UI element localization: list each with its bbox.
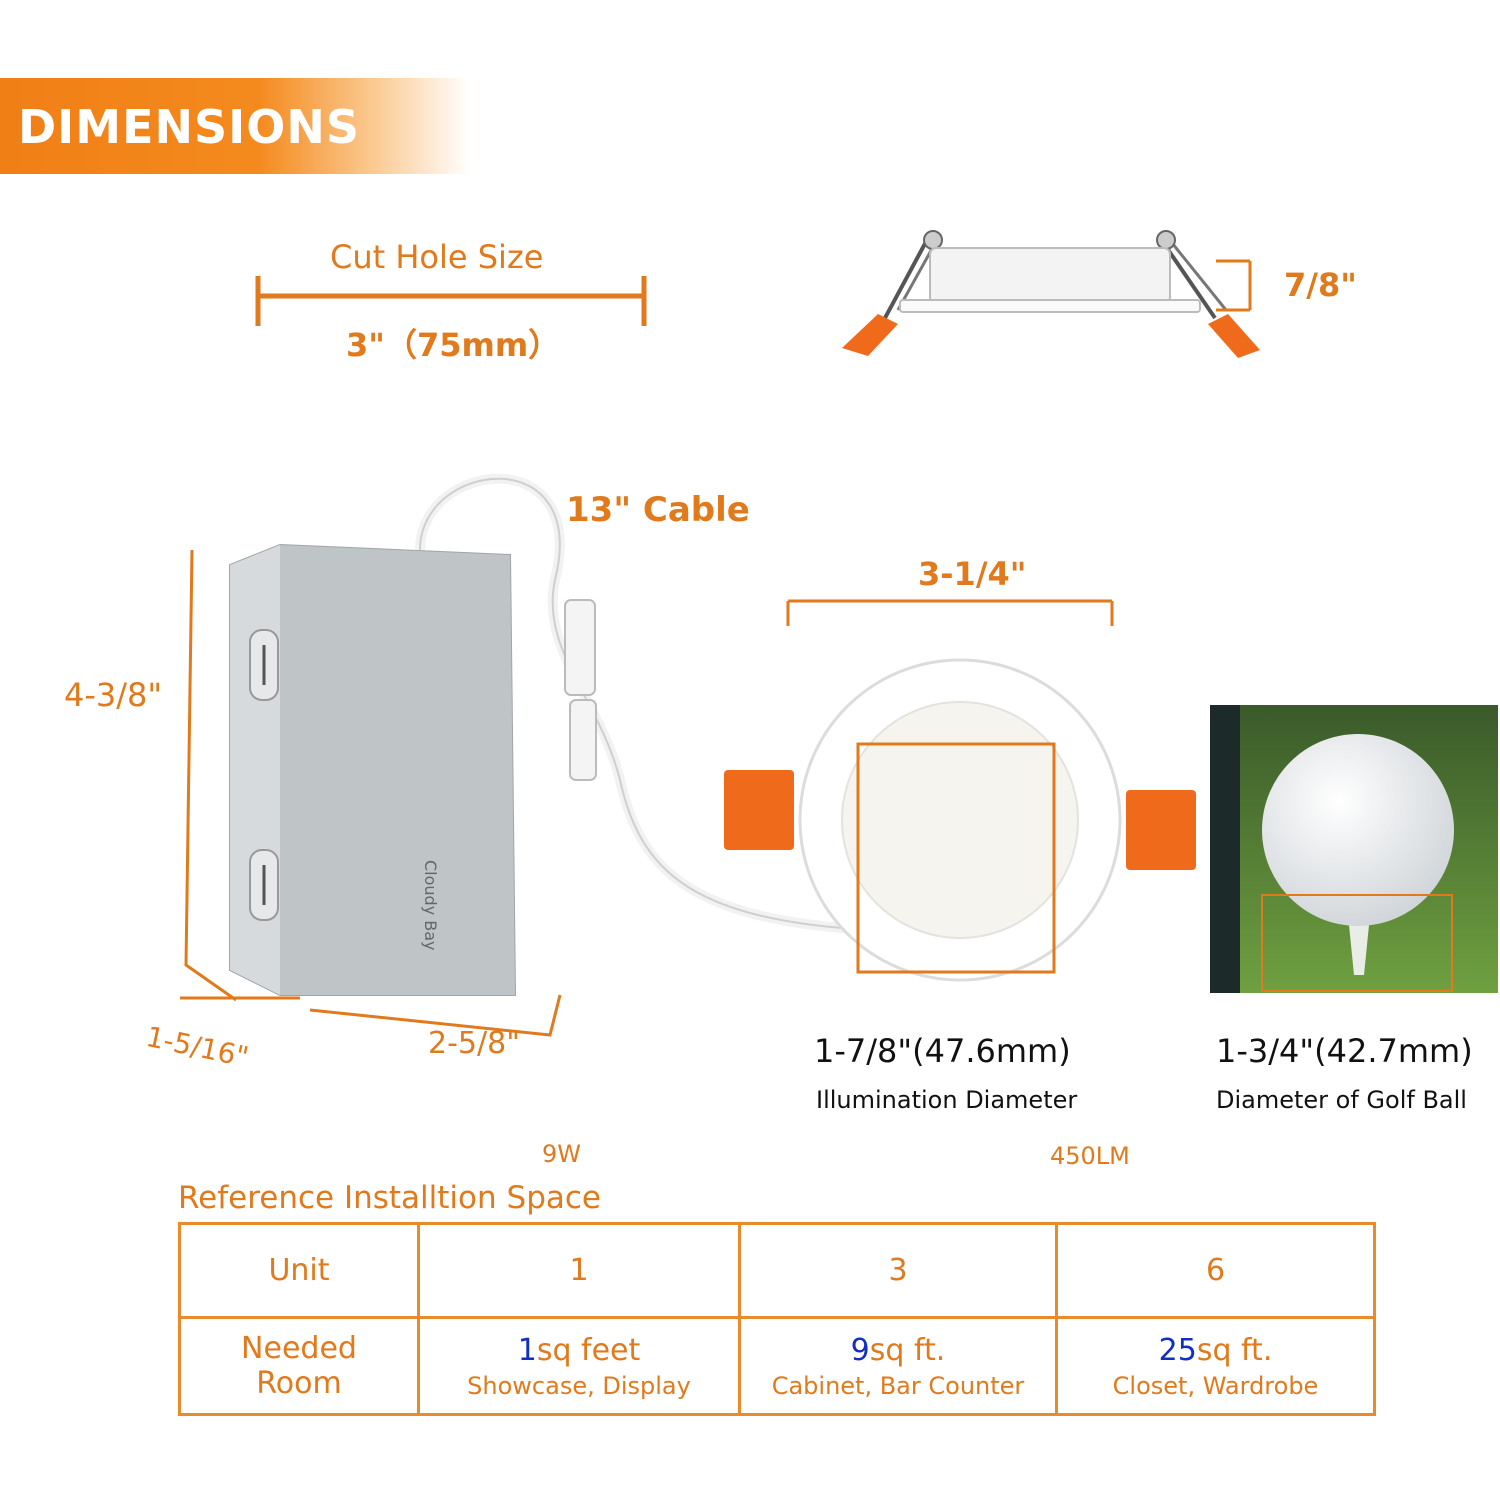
cut-hole-dimension-line <box>255 276 647 326</box>
cable-length-label: 13" Cable <box>566 490 750 530</box>
reference-table-title: Reference Installtion Space <box>178 1180 601 1216</box>
row-label-room-line2: Room <box>256 1366 342 1401</box>
box-height-label: 4-3/8" <box>64 676 163 714</box>
row-label-room-line1: Needed <box>241 1331 357 1366</box>
illumination-caption: Illumination Diameter <box>816 1086 1078 1114</box>
cut-hole-label: Cut Hole Size <box>330 238 544 276</box>
area-number: 9 <box>850 1332 870 1368</box>
unit-cell: 3 <box>738 1222 1058 1319</box>
area-unit: sq ft. <box>869 1332 946 1368</box>
golf-ball-caption: Diameter of Golf Ball <box>1216 1086 1467 1114</box>
row-label-unit: Unit <box>178 1222 420 1319</box>
use-case: Showcase, Display <box>467 1371 691 1400</box>
area-unit: sq ft. <box>1196 1332 1273 1368</box>
room-cell: 1sq feet Showcase, Display <box>417 1316 741 1416</box>
golf-ball-value: 1-3/4"(42.7mm) <box>1216 1032 1473 1070</box>
use-case: Cabinet, Bar Counter <box>771 1371 1025 1400</box>
page-title: DIMENSIONS <box>18 100 360 154</box>
reference-table: Unit 1 3 6 Needed Room 1sq feet Showcase… <box>178 1222 1376 1416</box>
unit-cell: 6 <box>1055 1222 1376 1319</box>
panel-width-bracket <box>786 599 1114 626</box>
illumination-value: 1-7/8"(47.6mm) <box>814 1032 1071 1070</box>
junction-box-illustration <box>180 473 871 1037</box>
fixture-side-view <box>842 230 1260 358</box>
cut-hole-value: 3"（75mm） <box>346 326 561 364</box>
wattage-label: 9W <box>542 1140 581 1168</box>
lumen-label: 450LM <box>1050 1142 1130 1170</box>
panel-width-label: 3-1/4" <box>918 555 1027 593</box>
room-cell: 9sq ft. Cabinet, Bar Counter <box>738 1316 1058 1416</box>
area-unit: sq feet <box>536 1332 641 1368</box>
box-brand-label: Cloudy Bay <box>421 860 440 951</box>
box-width-label: 2-5/8" <box>428 1026 520 1061</box>
room-cell: 25sq ft. Closet, Wardrobe <box>1055 1316 1376 1416</box>
area-number: 25 <box>1158 1332 1197 1368</box>
led-panel-illustration <box>724 658 1196 982</box>
fixture-height-bracket <box>1216 259 1252 312</box>
golf-ball-photo <box>1210 705 1498 993</box>
use-case: Closet, Wardrobe <box>1112 1371 1319 1400</box>
area-number: 1 <box>517 1332 537 1368</box>
fixture-height-label: 7/8" <box>1284 266 1357 304</box>
unit-cell: 1 <box>417 1222 741 1319</box>
row-label-room: Needed Room <box>178 1316 420 1416</box>
table-row: Needed Room 1sq feet Showcase, Display 9… <box>178 1316 1376 1416</box>
table-row: Unit 1 3 6 <box>178 1222 1376 1319</box>
header-banner <box>0 78 470 174</box>
